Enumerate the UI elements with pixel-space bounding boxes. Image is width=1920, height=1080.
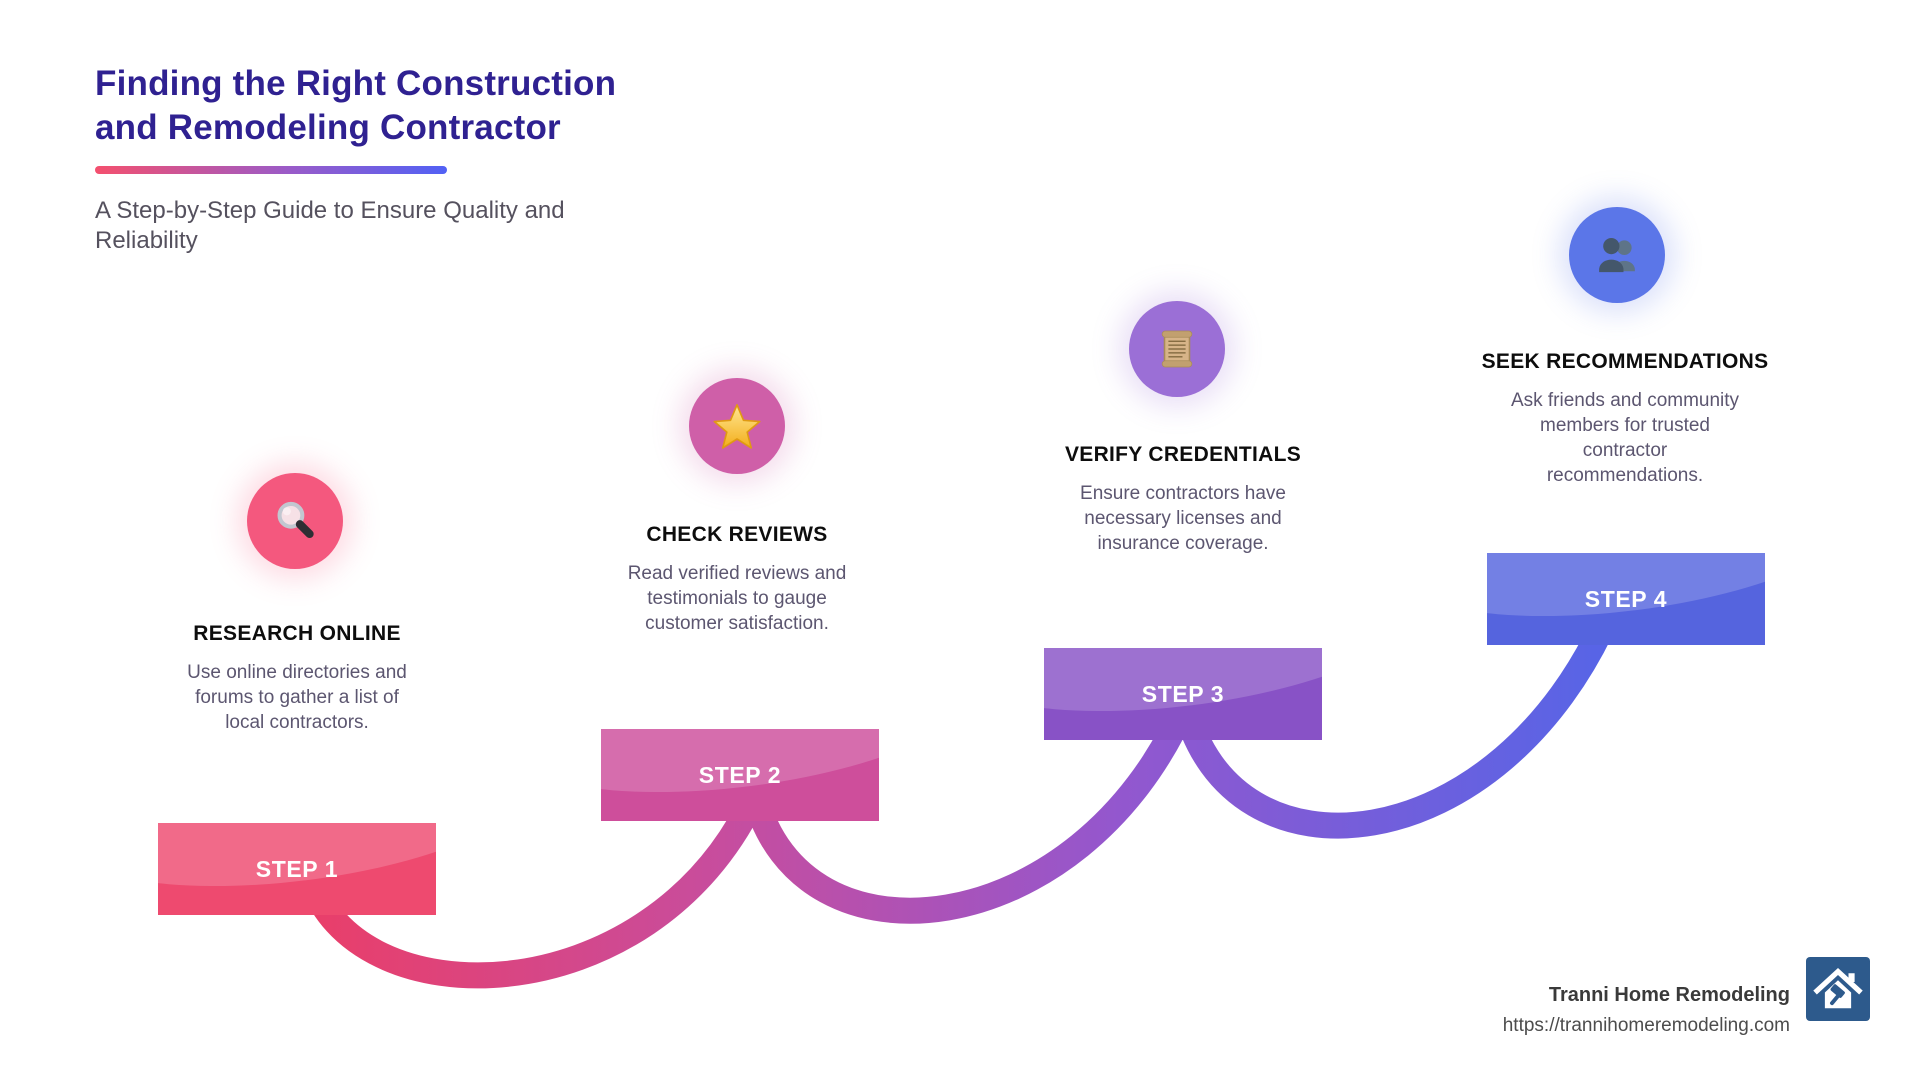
- step1-title: RESEARCH ONLINE: [193, 622, 401, 645]
- step2-banner-label: STEP 2: [698, 761, 782, 788]
- step3-description: Ensure contractors have necessary licens…: [1080, 483, 1286, 555]
- step4-banner-label: STEP 4: [1584, 585, 1668, 612]
- step4-block: SEEK RECOMMENDATIONS Ask friends and com…: [1475, 350, 1775, 488]
- house-hammer-icon: [1813, 967, 1863, 1009]
- company-logo: [1806, 957, 1870, 1021]
- step1-banner-label: STEP 1: [255, 855, 339, 882]
- footer: Tranni Home Remodeling https://trannihom…: [1503, 984, 1790, 1037]
- magnifier-icon: [277, 501, 314, 539]
- header: Finding the Right Construction and Remod…: [95, 62, 616, 256]
- step2-banner: STEP 2: [601, 729, 879, 821]
- step2-title: CHECK REVIEWS: [646, 523, 828, 546]
- step2-block: CHECK REVIEWS Read verified reviews and …: [587, 523, 887, 636]
- scroll-icon: [1161, 330, 1193, 368]
- step2-icon-circle: [689, 378, 785, 474]
- star-icon: [713, 404, 761, 449]
- step1-description: Use online directories and forums to gat…: [187, 662, 407, 734]
- step2-description: Read verified reviews and testimonials t…: [627, 563, 847, 635]
- company-name: Tranni Home Remodeling: [1548, 984, 1790, 1006]
- step4-title: SEEK RECOMMENDATIONS: [1481, 350, 1769, 373]
- step1-banner: STEP 1: [158, 823, 436, 915]
- page-title: Finding the Right Construction and Remod…: [95, 62, 616, 150]
- step3-icon-circle: [1129, 301, 1225, 397]
- step3-banner: STEP 3: [1044, 648, 1322, 740]
- step3-banner-label: STEP 3: [1141, 680, 1225, 707]
- step4-banner: STEP 4: [1487, 553, 1765, 645]
- step1-block: RESEARCH ONLINE Use online directories a…: [147, 622, 447, 735]
- page-title-line2: and Remodeling Contractor: [95, 108, 561, 147]
- step3-title: VERIFY CREDENTIALS: [1064, 443, 1302, 466]
- title-underline: [95, 166, 447, 174]
- page-subtitle: A Step-by-Step Guide to Ensure Quality a…: [95, 197, 565, 254]
- website-url: https://trannihomeremodeling.com: [1502, 1015, 1790, 1036]
- step3-block: VERIFY CREDENTIALS Ensure contractors ha…: [1033, 443, 1333, 556]
- page-title-line1: Finding the Right Construction: [95, 64, 617, 103]
- step4-description: Ask friends and community members for tr…: [1510, 390, 1740, 487]
- step4-icon-circle: [1569, 207, 1665, 303]
- people-icon: [1599, 237, 1635, 273]
- step1-icon-circle: [247, 473, 343, 569]
